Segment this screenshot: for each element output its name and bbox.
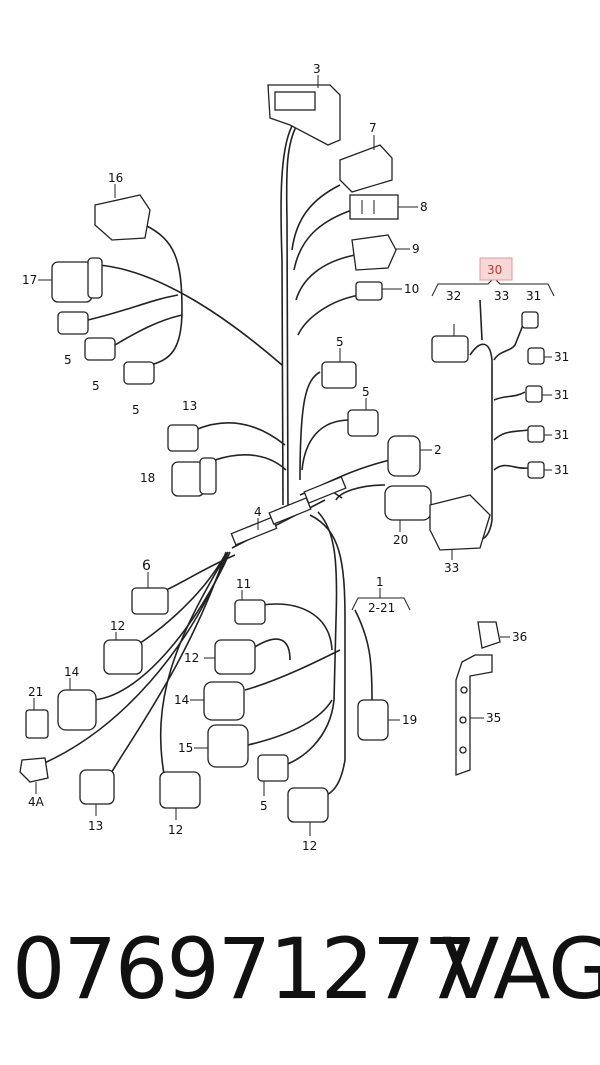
part-number: 076971277 [12,920,477,1018]
callout-7: 7 [369,121,377,135]
callout-30: 30 [487,263,502,277]
leader-lines [33,75,555,836]
callout-6: 6 [142,558,151,574]
callout-2-21: 2-21 [368,601,395,615]
callout-labels: 3 7 8 9 10 16 17 5 5 5 5 5 5 13 18 2 20 … [22,62,569,853]
callout-12a: 12 [110,619,125,633]
callout-10: 10 [404,282,419,296]
callout-14b: 14 [174,693,189,707]
callout-19: 19 [402,713,417,727]
callout-4: 4 [254,505,262,519]
callout-20: 20 [393,533,408,547]
callout-32: 32 [446,289,461,303]
callout-21: 21 [28,685,43,699]
callout-11: 11 [236,577,251,591]
callout-31c: 31 [554,388,569,402]
footer-bar: 076971277 VAG [0,920,600,1050]
connector-parts [19,84,545,823]
callout-8: 8 [420,200,428,214]
brand-name: VAG [442,920,600,1018]
wiring-harness-diagram: 3 7 8 9 10 16 17 5 5 5 5 5 5 13 18 2 20 … [19,62,569,853]
highlight-box-30 [479,257,513,281]
callout-13b: 13 [88,819,103,833]
callout-12d: 12 [302,839,317,853]
callout-12c: 12 [168,823,183,837]
callout-5e: 5 [362,385,370,399]
callout-31d: 31 [554,428,569,442]
harness-wires [39,119,529,801]
callout-31b: 31 [554,350,569,364]
callout-18: 18 [140,471,155,485]
callout-35: 35 [486,711,501,725]
callout-16: 16 [108,171,123,185]
callout-31a: 31 [526,289,541,303]
callout-1: 1 [376,575,384,589]
callout-5b: 5 [92,379,100,393]
callout-15: 15 [178,741,193,755]
callout-36: 36 [512,630,527,644]
callout-2: 2 [434,443,442,457]
callout-5c: 5 [132,403,140,417]
callout-17: 17 [22,273,37,287]
callout-3: 3 [313,62,321,76]
callout-31e: 31 [554,463,569,477]
callout-14a: 14 [64,665,79,679]
callout-5f: 5 [260,799,268,813]
callout-33b: 33 [444,561,459,575]
callout-13a: 13 [182,399,197,413]
callout-5d: 5 [336,335,344,349]
callout-4A: 4A [28,795,45,809]
callout-9: 9 [412,242,420,256]
callout-12b: 12 [184,651,199,665]
callout-33a: 33 [494,289,509,303]
callout-5a: 5 [64,353,72,367]
